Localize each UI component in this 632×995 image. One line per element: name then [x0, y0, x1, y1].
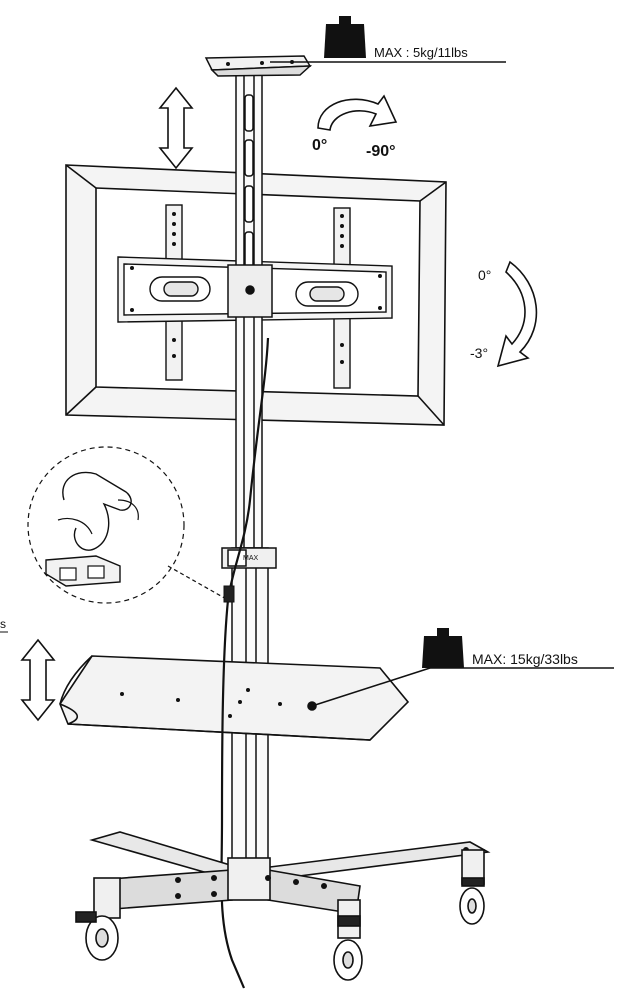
swivel-start-label: 0°	[312, 137, 327, 154]
top-max-load-label: MAX : 5kg/11lbs	[374, 45, 468, 60]
double-arrow-icon	[20, 638, 56, 722]
caster-front	[333, 899, 363, 981]
shelf-max-load-label: MAX: 15kg/33lbs	[472, 651, 578, 667]
double-arrow-icon	[158, 86, 194, 170]
cut-label-fragment: s	[0, 617, 6, 631]
cable-clip-detail	[27, 446, 229, 604]
caster-right	[459, 849, 485, 925]
curved-arrow-icon	[317, 94, 398, 131]
base	[89, 831, 491, 915]
upper-pole	[227, 67, 273, 549]
caster-left	[75, 877, 121, 961]
curved-arrow-icon	[496, 260, 538, 368]
shelf	[59, 655, 614, 741]
tilt-start-label: 0°	[478, 267, 491, 283]
top-tray	[204, 55, 506, 77]
cable-clip	[223, 585, 235, 603]
weight-icon	[324, 16, 366, 58]
clip-mark-label: MAX	[243, 555, 259, 562]
weight-icon	[422, 628, 464, 668]
swivel-end-label: -90°	[366, 143, 396, 160]
tilt-end-label: -3°	[470, 345, 488, 361]
